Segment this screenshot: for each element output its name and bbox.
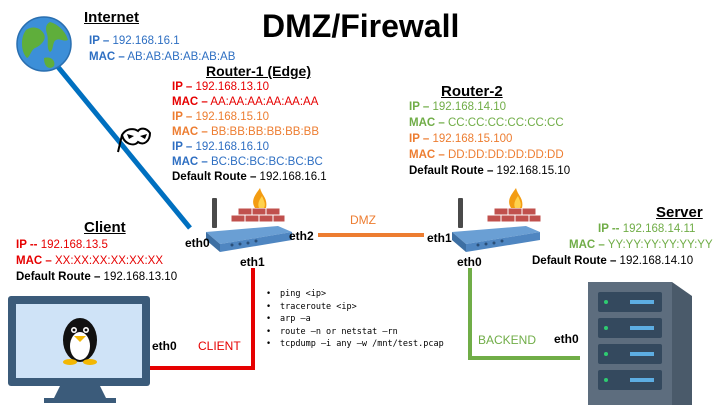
server-default-route: Default Route – 192.168.14.10 — [532, 255, 694, 267]
server-rack-icon — [588, 282, 692, 405]
command-item: •traceroute <ip> — [266, 301, 357, 312]
router2-eth0-label: eth0 — [457, 255, 482, 269]
router2-header: Router-2 — [441, 83, 503, 100]
router1-firewall-icon — [206, 188, 292, 252]
router1-line: MAC – AA:AA:AA:AA:AA:AA — [172, 96, 319, 108]
router1-default-route: Default Route – 192.168.16.1 — [172, 171, 327, 183]
internet-header: Internet — [84, 9, 140, 26]
router1-header: Router-1 (Edge) — [206, 63, 311, 79]
globe-icon — [16, 16, 72, 72]
server-mac: MAC – YY:YY:YY:YY:YY:YY — [569, 239, 713, 251]
server-header: Server — [656, 204, 703, 221]
backend-link — [468, 268, 580, 360]
router1-line: MAC – BC:BC:BC:BC:BC:BC — [172, 156, 323, 168]
router2-line: MAC – CC:CC:CC:CC:CC:CC — [409, 117, 564, 129]
client-header: Client — [84, 219, 126, 236]
router1-line: MAC – BB:BB:BB:BB:BB:BB — [172, 126, 320, 138]
router2-firewall-icon — [452, 188, 542, 252]
backend-network-label: BACKEND — [478, 333, 537, 347]
router1-eth2-label: eth2 — [289, 229, 314, 243]
router2-line: IP – 192.168.15.100 — [409, 133, 513, 145]
router2-line: MAC – DD:DD:DD:DD:DD:DD — [409, 149, 564, 161]
router1-eth1-label: eth1 — [240, 255, 265, 269]
internet-mac: MAC – AB:AB:AB:AB:AB:AB — [89, 51, 236, 63]
server-eth0-label: eth0 — [554, 332, 579, 346]
page-title: DMZ/Firewall — [262, 8, 460, 44]
client-network-label: CLIENT — [198, 339, 241, 353]
router1-line: IP – 192.168.15.10 — [172, 111, 269, 123]
mask-icon — [117, 127, 152, 153]
router1-eth0-label: eth0 — [185, 236, 210, 250]
router2-line: IP – 192.168.14.10 — [409, 101, 506, 113]
dmz-label: DMZ — [350, 213, 376, 227]
client-default-route: Default Route – 192.168.13.10 — [16, 271, 178, 283]
command-item: •arp –a — [266, 314, 311, 324]
linux-monitor-icon — [8, 296, 150, 403]
internet-link — [38, 43, 192, 230]
command-item: •route –n or netstat –rn — [266, 326, 398, 337]
command-item: •ping <ip> — [266, 289, 327, 299]
router1-line: IP – 192.168.16.10 — [172, 141, 269, 153]
router2-eth1-label: eth1 — [427, 231, 452, 245]
client-ip: IP -- 192.168.13.5 — [16, 239, 108, 251]
client-mac: MAC – XX:XX:XX:XX:XX:XX — [16, 255, 164, 267]
client-eth0-label: eth0 — [152, 339, 177, 353]
router1-line: IP – 192.168.13.10 — [172, 81, 269, 93]
server-ip: IP -- 192.168.14.11 — [598, 223, 696, 235]
internet-ip: IP – 192.168.16.1 — [89, 35, 180, 47]
client-link — [150, 268, 255, 370]
router2-default-route: Default Route – 192.168.15.10 — [409, 165, 571, 177]
command-list: •ping <ip> •traceroute <ip> •arp –a •rou… — [266, 290, 444, 353]
command-item: •tcpdump –i any –w /mnt/test.pcap — [266, 339, 444, 349]
